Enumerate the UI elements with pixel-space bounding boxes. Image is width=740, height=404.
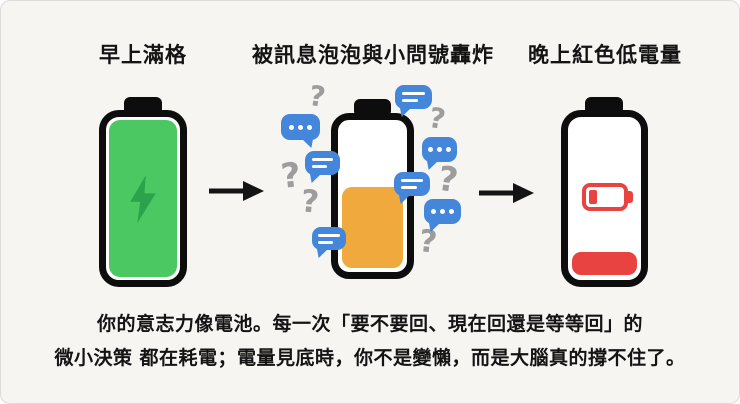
chat-bubble-lines-icon: [394, 172, 430, 196]
arrow-right-icon: [479, 183, 534, 203]
question-mark-icon: ?: [426, 100, 449, 137]
arrow-right-icon: [209, 181, 264, 201]
battery-green-fill: [109, 120, 177, 277]
chat-bubble-dots-icon: [424, 199, 461, 224]
question-mark-icon: ?: [306, 79, 328, 114]
battery-low: [561, 110, 648, 287]
question-mark-icon: ?: [435, 158, 461, 202]
stage-midday-heading: 被訊息泡泡與小問號轟炸: [252, 43, 494, 67]
low-battery-cell: [588, 190, 597, 204]
low-battery-icon: [581, 183, 633, 211]
chat-bubble-lines-icon: [312, 227, 346, 250]
battery-full: [99, 110, 187, 287]
caption: 你的意志力像電池。每一次「要不要回、現在回還是等等回」的 微小決策 都在耗電；電…: [1, 307, 739, 375]
battery-half: [331, 113, 414, 279]
question-mark-icon: ?: [299, 183, 321, 221]
battery-cap: [354, 99, 391, 117]
caption-line-1: 你的意志力像電池。每一次「要不要回、現在回還是等等回」的: [96, 313, 643, 335]
stage-evening-heading: 晚上紅色低電量: [528, 43, 682, 67]
caption-line-2: 微小決策 都在耗電；電量見底時，你不是變懶，而是大腦真的撐不住了。: [54, 347, 686, 369]
battery-orange-fill: [342, 187, 403, 268]
lightning-bolt-icon: [130, 174, 156, 223]
chat-bubble-lines-icon: [395, 85, 432, 109]
battery-red-fill: [572, 252, 637, 275]
question-mark-icon: ?: [417, 223, 439, 261]
chat-bubble-lines-icon: [305, 151, 340, 175]
stage-morning-heading: 早上滿格: [99, 43, 187, 67]
chat-bubble-dots-icon: [281, 114, 320, 140]
low-battery-terminal: [626, 191, 633, 203]
chat-bubble-dots-icon: [422, 137, 457, 162]
question-mark-icon: ?: [278, 155, 303, 197]
